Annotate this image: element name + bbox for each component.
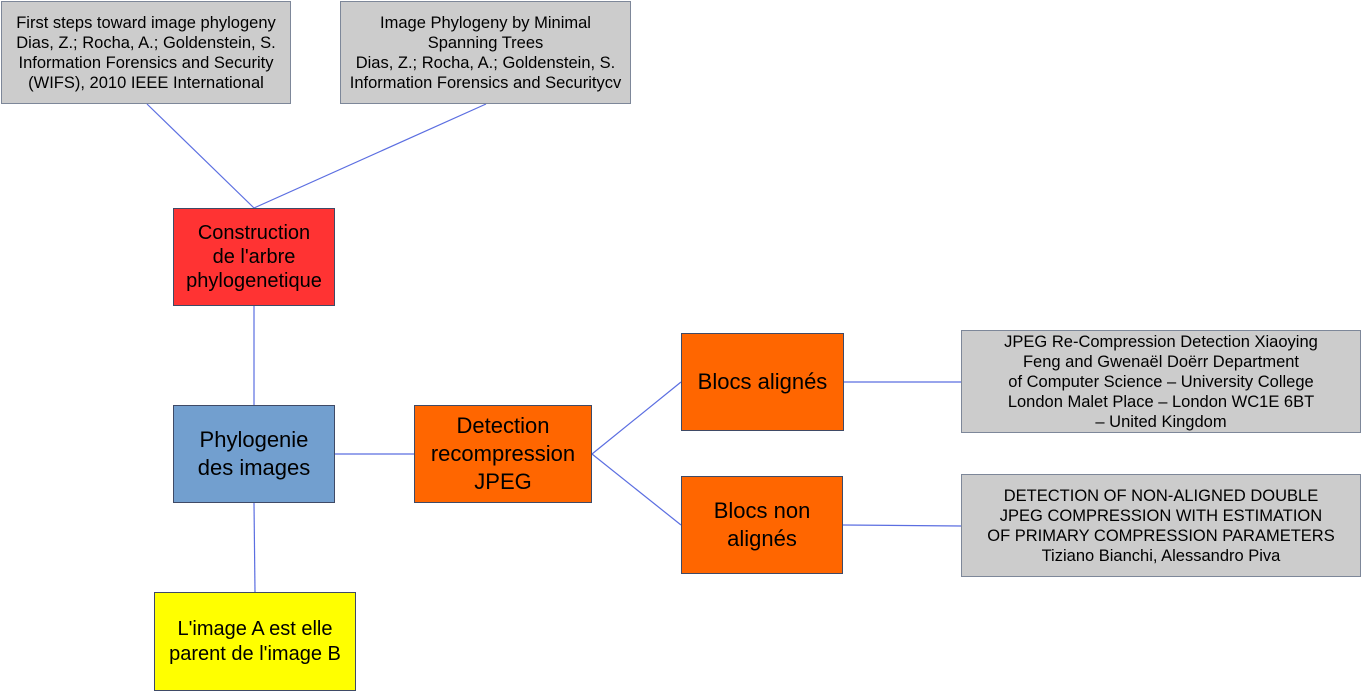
node-image-parent-question: L'image A est elle parent de l'image B xyxy=(154,592,356,691)
node-phylogenie-des-images: Phylogenie des images xyxy=(173,405,335,503)
edge-detection-to-blocs-alignes xyxy=(591,381,682,455)
reference-non-aligned-double-jpeg: DETECTION OF NON-ALIGNED DOUBLE JPEG COM… xyxy=(961,474,1361,577)
node-detection-recompression-jpeg: Detection recompression JPEG xyxy=(414,405,592,503)
edge-phylogenie-to-image-parent xyxy=(253,502,256,593)
edge-blocs-non-to-ref xyxy=(842,524,962,527)
node-blocs-alignes: Blocs alignés xyxy=(681,333,844,431)
node-construction-arbre-phylogenetique: Construction de l'arbre phylogenetique xyxy=(173,208,335,306)
reference-image-phylogeny-minimal-spanning-trees: Image Phylogeny by Minimal Spanning Tree… xyxy=(340,1,631,104)
reference-jpeg-recompression-detection: JPEG Re-Compression Detection Xiaoying F… xyxy=(961,330,1361,433)
edge-min-spanning-to-construction xyxy=(253,103,487,209)
reference-first-steps-image-phylogeny: First steps toward image phylogeny Dias,… xyxy=(1,1,291,104)
node-blocs-non-alignes: Blocs non alignés xyxy=(681,476,843,574)
edge-first-steps-to-construction xyxy=(146,103,255,209)
edge-detection-to-blocs-non xyxy=(591,453,682,526)
